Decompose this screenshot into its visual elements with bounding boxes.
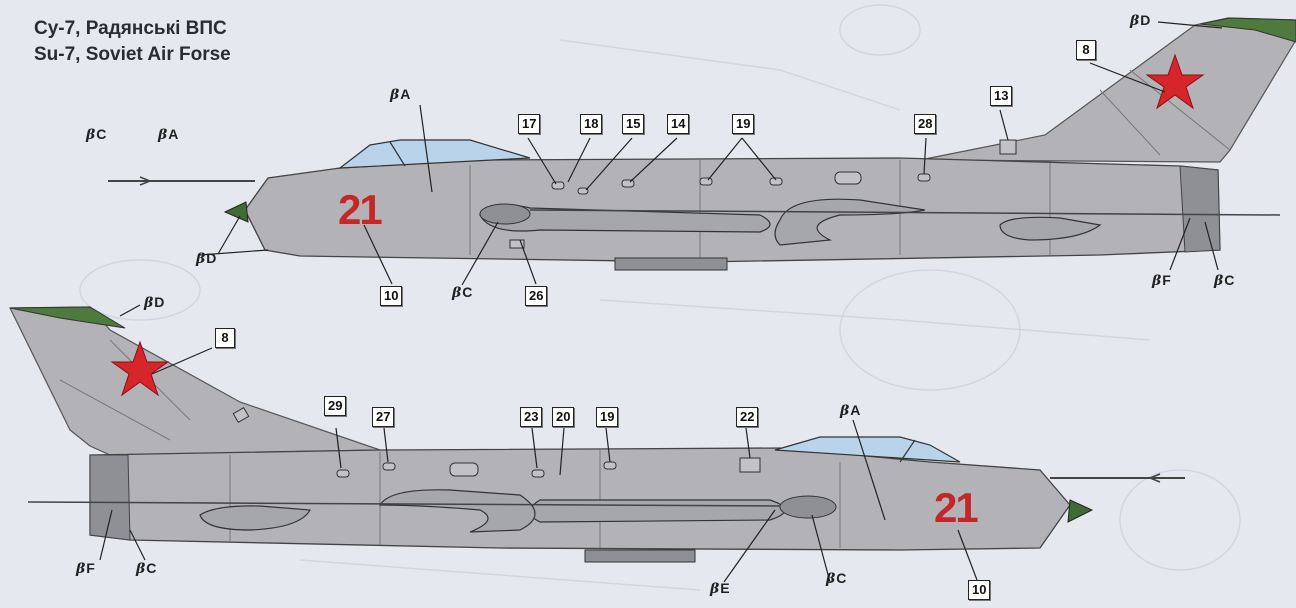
callout-18: 18 [580, 114, 603, 134]
paint-brush-icon: β [1130, 13, 1140, 29]
callout-20: 20 [552, 407, 575, 427]
paint-code-D-nose: βD [196, 250, 217, 267]
paint-code-C-tail: βC [1214, 272, 1235, 289]
paint-brush-icon: β [144, 295, 154, 311]
callout-27: 27 [372, 407, 395, 427]
callout-10-top: 10 [380, 286, 403, 306]
red-star [1145, 53, 1205, 110]
paint-brush-icon: β [1214, 273, 1224, 289]
paint-code-C-tank-bottom: βC [826, 570, 847, 587]
paint-brush-icon: β [158, 127, 168, 143]
callout-29: 29 [324, 396, 347, 416]
callout-8-bottom: 8 [215, 328, 235, 348]
paint-brush-icon: β [136, 561, 146, 577]
wing-tank-loop [378, 489, 536, 533]
paint-brush-icon: β [452, 285, 462, 301]
paint-brush-icon: β [390, 87, 400, 103]
vertical-fin [9, 306, 381, 456]
wing-edge [529, 209, 1281, 216]
ventral-pod [614, 257, 728, 271]
paint-brush-icon: β [826, 571, 836, 587]
paint-code-A-canopy: βA [390, 86, 411, 103]
paint-brush-icon: β [86, 127, 96, 143]
paint-brush-icon: β [710, 581, 720, 597]
tail-section [1179, 165, 1221, 253]
callout-28: 28 [914, 114, 937, 134]
red-star [110, 340, 170, 397]
ventral-pod [584, 549, 696, 563]
wing-tank-front [529, 499, 786, 523]
callout-15: 15 [622, 114, 645, 134]
background-sketch [79, 4, 1241, 591]
title-ukrainian: Су-7, Радянські ВПС [34, 18, 227, 39]
callout-23: 23 [520, 407, 543, 427]
paint-code-C-tail-bottom: βC [136, 560, 157, 577]
callout-17: 17 [518, 114, 541, 134]
bort-number-top: 21 [338, 186, 383, 233]
paint-brush-icon: β [76, 561, 86, 577]
paint-code-A-pitot: βA [158, 126, 179, 143]
callout-26: 26 [525, 286, 548, 306]
leader-lines [99, 21, 1223, 583]
paint-code-F-tail: βF [1152, 272, 1171, 289]
paint-code-C-pitot: βC [86, 126, 107, 143]
fin-tip [1199, 17, 1296, 43]
fin-tip [9, 306, 126, 329]
callout-19-bottom: 19 [596, 407, 619, 427]
paint-brush-icon: β [1152, 273, 1162, 289]
wing-tank-rear [999, 216, 1102, 241]
callout-19-top: 19 [732, 114, 755, 134]
paint-code-D-fin-bottom: βD [144, 294, 165, 311]
nose-cone [1067, 499, 1094, 523]
paint-code-A-canopy-bottom: βA [840, 402, 861, 419]
bort-number-bottom: 21 [934, 484, 979, 531]
callout-13: 13 [990, 86, 1013, 106]
wing-tank-loop [774, 198, 926, 246]
canopy [338, 139, 531, 169]
bottom-aircraft-profile [9, 306, 1185, 563]
paint-brush-icon: β [840, 403, 850, 419]
wing-edge [27, 501, 781, 507]
paint-code-E-tank: βE [710, 580, 730, 597]
callout-10-bottom: 10 [968, 580, 991, 600]
paint-brush-icon: β [196, 251, 206, 267]
wing-tank-rear [199, 505, 311, 531]
callout-14: 14 [667, 114, 690, 134]
callout-8-top: 8 [1076, 40, 1096, 60]
paint-code-F-tail-bottom: βF [76, 560, 95, 577]
fuselage [244, 157, 1221, 263]
paint-code-D-fin: βD [1130, 12, 1151, 29]
vertical-fin [919, 17, 1296, 163]
callout-22: 22 [736, 407, 759, 427]
top-aircraft-profile [108, 17, 1296, 271]
title-english: Su-7, Soviet Air Forse [34, 44, 231, 65]
paint-code-C-tank: βC [452, 284, 473, 301]
fuselage [89, 447, 1071, 551]
tail-section [89, 454, 131, 541]
nose-cone [223, 201, 249, 223]
